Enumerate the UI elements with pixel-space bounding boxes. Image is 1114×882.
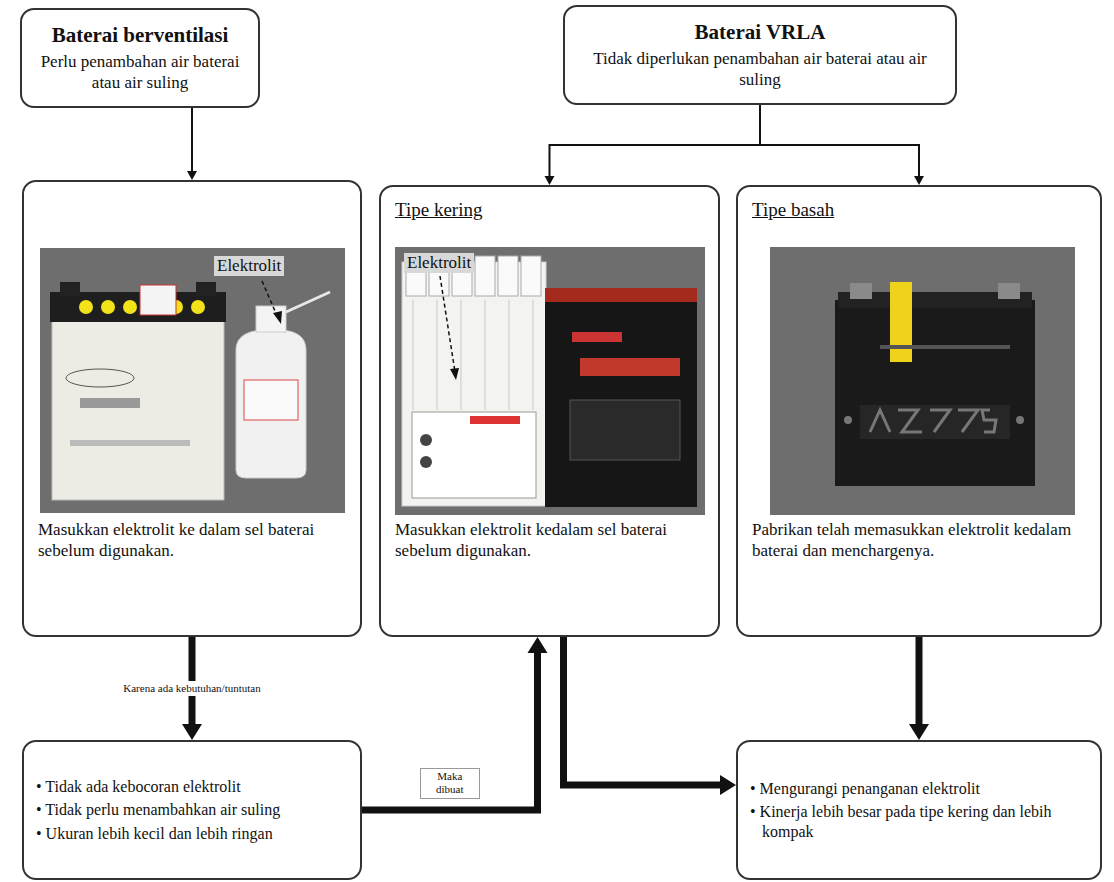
connector-line [550,105,761,177]
arrow-head [720,775,736,795]
arrow-head [909,724,929,740]
bullet-item: • Tidak perlu menambahkan air suling [36,800,348,819]
edge-label: Karena ada kebutuhan/tuntutan [120,681,263,696]
arrow-head [545,176,555,185]
bullet-item: • Tidak ada kebocoran elektrolit [36,777,348,796]
edge-label: Maka dibuat [420,768,480,798]
description-text: Pabrikan telah memasukkan elektrolit ked… [752,520,1086,561]
box-note: Tidak diperlukan penambahan air baterai … [577,49,943,90]
thick-arrow [909,637,929,740]
category-box: Baterai berventilasiPerlu penambahan air… [20,8,260,108]
battery-type-box: Tipe basahPabrikan telah memasukkan elek… [736,185,1102,637]
thick-arrow [362,637,548,810]
arrow-head [528,637,548,653]
vented-battery-photo [40,248,345,513]
bullet-item: • Ukuran lebih kecil dan lebih ringan [36,824,348,843]
description-text: Masukkan elektrolit kedalam sel baterai … [395,520,704,561]
bullet-item: • Mengurangi penanganan elektrolit [750,779,1088,798]
connector-line [564,637,722,785]
category-box: • Mengurangi penanganan elektrolit • Kine… [736,740,1102,880]
connector-line [916,637,923,725]
flow-arrow [187,108,197,180]
bullet-item: • Kinerja lebih besar pada tipe kering d… [750,802,1088,840]
flow-arrow [760,105,924,185]
arrow-head [914,176,924,185]
arrow-head [187,171,197,180]
wet-vrla-photo [770,247,1075,515]
type-heading: Tipe basah [752,199,1086,222]
battery-type-box: Masukkan elektrolit ke dalam sel baterai… [22,180,362,637]
box-note: Perlu penambahan air baterai atau air su… [34,52,246,93]
connector-line [760,105,919,177]
description-text: Masukkan elektrolit ke dalam sel baterai… [38,520,346,561]
part-label: Elektrolit [214,256,284,276]
category-box: • Tidak ada kebocoran elektrolit • Tidak … [22,740,362,880]
thick-arrow [564,637,737,795]
connector-line [191,108,193,172]
part-label: Elektrolit [404,253,474,273]
type-heading: Tipe kering [395,199,704,222]
category-box: Baterai VRLA Tidak diperlukan penambahan … [563,5,957,105]
flow-arrow [545,105,761,185]
arrow-head [182,724,202,740]
box-title: Baterai VRLA [577,20,943,45]
dry-vrla-photo [395,247,705,515]
box-title: Baterai berventilasi [34,23,246,48]
connector-line [362,652,538,810]
